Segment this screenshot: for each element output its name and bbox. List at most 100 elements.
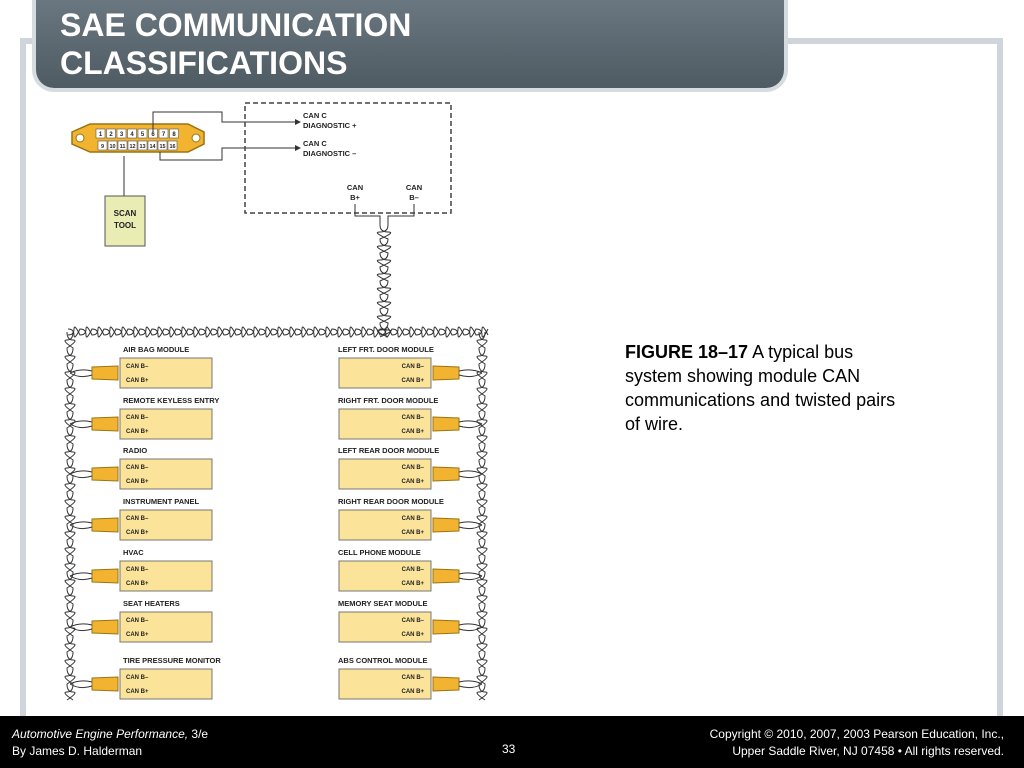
module-pin-label: CAN B– bbox=[402, 618, 425, 624]
module-wire bbox=[69, 680, 93, 689]
connector-pin-label: 14 bbox=[149, 144, 156, 150]
connector-pin bbox=[117, 140, 128, 151]
module-name: ABS CONTROL MODULE bbox=[338, 656, 427, 665]
module-pin-label: CAN B+ bbox=[401, 581, 424, 587]
title-line-2: CLASSIFICATIONS bbox=[60, 45, 348, 81]
module-connector bbox=[432, 619, 460, 635]
module-connector bbox=[432, 568, 460, 584]
module-pin-label: CAN B+ bbox=[401, 689, 424, 695]
connector-pin bbox=[127, 140, 138, 151]
module-pin-label: CAN B+ bbox=[126, 632, 149, 638]
connector-pin bbox=[97, 140, 108, 151]
connector-pin-label: 8 bbox=[172, 132, 176, 138]
module-pin-label: CAN B– bbox=[402, 567, 425, 573]
module-box bbox=[338, 611, 432, 643]
module-box bbox=[119, 408, 213, 440]
module-name: LEFT REAR DOOR MODULE bbox=[338, 446, 439, 455]
module-connector bbox=[91, 568, 119, 584]
module-pin-label: CAN B+ bbox=[126, 479, 149, 485]
module-name: RIGHT FRT. DOOR MODULE bbox=[338, 396, 438, 405]
connector-pin-label: 15 bbox=[159, 144, 165, 150]
module-pin-label: CAN B– bbox=[402, 675, 425, 681]
scan-tool-label-2: TOOL bbox=[114, 221, 136, 230]
connector-pin-label: 9 bbox=[101, 144, 104, 150]
module-name: LEFT FRT. DOOR MODULE bbox=[338, 345, 434, 354]
connector-pin bbox=[158, 128, 169, 139]
connector-pin-label: 3 bbox=[120, 132, 124, 138]
module-pin-label: CAN B– bbox=[402, 415, 425, 421]
module-right: LEFT REAR DOOR MODULE CAN B– CAN B+ bbox=[338, 446, 483, 490]
module-pin-label: CAN B– bbox=[126, 465, 149, 471]
scan-tool-label-1: SCAN bbox=[114, 209, 137, 218]
scan-tool-box bbox=[104, 195, 146, 247]
connector-pin bbox=[169, 128, 179, 139]
module-wire bbox=[458, 521, 483, 530]
module-left: HVAC CAN B– CAN B+ bbox=[69, 548, 213, 592]
figure-description: A typical bus system showing module CAN … bbox=[625, 342, 896, 434]
module-wire bbox=[69, 470, 93, 479]
module-pin-label: CAN B– bbox=[126, 567, 149, 573]
can-c-diag-minus-1: CAN C bbox=[303, 139, 327, 148]
module-box bbox=[338, 668, 432, 700]
module-name: HVAC bbox=[123, 548, 144, 557]
book-author: By James D. Halderman bbox=[12, 744, 143, 758]
module-box bbox=[119, 357, 213, 389]
module-connector bbox=[91, 619, 119, 635]
module-connector bbox=[432, 466, 460, 482]
can-bminus-label-2: B– bbox=[409, 193, 419, 202]
module-box bbox=[338, 357, 432, 389]
module-wire bbox=[458, 369, 483, 378]
module-wire bbox=[458, 420, 483, 429]
copyright-line-2: Upper Saddle River, NJ 07458 • All right… bbox=[732, 744, 1004, 758]
module-box bbox=[338, 560, 432, 592]
module-name: REMOTE KEYLESS ENTRY bbox=[123, 396, 219, 405]
module-connector bbox=[432, 365, 460, 381]
module-pin-label: CAN B+ bbox=[401, 479, 424, 485]
module-pin-label: CAN B+ bbox=[126, 689, 149, 695]
module-pin-label: CAN B– bbox=[402, 465, 425, 471]
book-edition: 3/e bbox=[188, 727, 209, 741]
module-pin-label: CAN B+ bbox=[126, 429, 149, 435]
module-list: AIR BAG MODULE CAN B– CAN B+ REMOTE KEYLESS… bbox=[69, 345, 483, 700]
module-pin-label: CAN B+ bbox=[126, 581, 149, 587]
connector-pin-label: 12 bbox=[129, 144, 135, 150]
module-pin-label: CAN B– bbox=[126, 415, 149, 421]
module-name: AIR BAG MODULE bbox=[123, 345, 189, 354]
connector-pin-label: 2 bbox=[109, 132, 113, 138]
can-bplus-label-2: B+ bbox=[350, 193, 360, 202]
module-connector bbox=[91, 365, 119, 381]
module-pin-label: CAN B– bbox=[126, 516, 149, 522]
module-wire bbox=[69, 420, 93, 429]
module-name: INSTRUMENT PANEL bbox=[123, 497, 200, 506]
slide-title: SAE COMMUNICATION CLASSIFICATIONS bbox=[60, 6, 411, 82]
module-connector bbox=[91, 517, 119, 533]
module-pin-label: CAN B– bbox=[402, 364, 425, 370]
module-pin-label: CAN B+ bbox=[401, 530, 424, 536]
module-name: MEMORY SEAT MODULE bbox=[338, 599, 427, 608]
module-name: TIRE PRESSURE MONITOR bbox=[123, 656, 221, 665]
connector-pin bbox=[167, 140, 178, 151]
connector-pin-label: 13 bbox=[139, 144, 145, 150]
module-pin-label: CAN B+ bbox=[126, 378, 149, 384]
module-pin-label: CAN B+ bbox=[401, 429, 424, 435]
connector-pin bbox=[137, 128, 148, 139]
footer-copyright: Copyright © 2010, 2007, 2003 Pearson Edu… bbox=[710, 726, 1004, 760]
title-bar bbox=[36, 0, 784, 88]
connector-pin-label: 7 bbox=[162, 132, 166, 138]
footer-book-info: Automotive Engine Performance, 3/e By Ja… bbox=[12, 726, 208, 760]
module-wire bbox=[458, 623, 483, 632]
can-c-diag-plus-2: DIAGNOSTIC + bbox=[303, 121, 357, 130]
module-right: ABS CONTROL MODULE CAN B– CAN B+ bbox=[338, 656, 483, 700]
connector-pin bbox=[147, 140, 158, 151]
module-connector bbox=[91, 416, 119, 432]
gateway-module-box bbox=[244, 102, 452, 214]
module-right: RIGHT FRT. DOOR MODULE CAN B– CAN B+ bbox=[338, 396, 483, 440]
footer: Automotive Engine Performance, 3/e By Ja… bbox=[0, 716, 1024, 768]
figure-caption: FIGURE 18–17 A typical bus system showin… bbox=[625, 340, 900, 436]
connector-pin-label: 10 bbox=[109, 144, 115, 150]
